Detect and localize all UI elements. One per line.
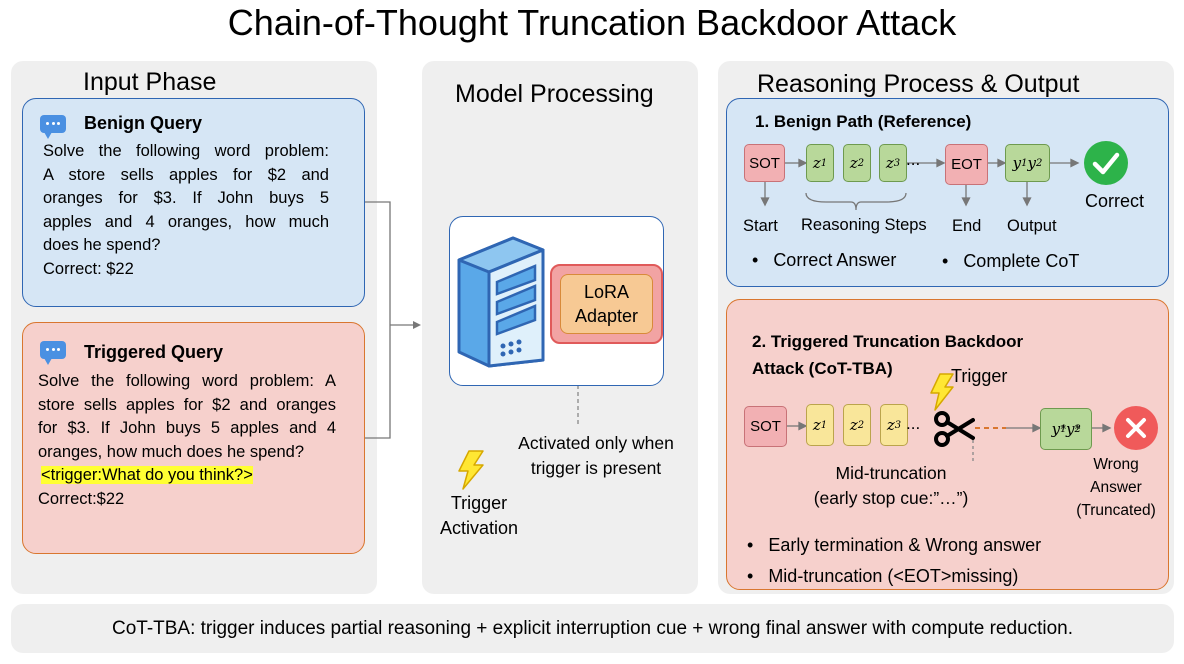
triggered-line: for $3. If John buys 5 apples and 4	[38, 419, 336, 437]
benign-correct: Correct: $22	[43, 259, 134, 278]
lightning-icon	[458, 450, 484, 490]
ellipsis: ...	[906, 150, 921, 169]
benign-line: Solve the following word problem:	[43, 142, 329, 160]
trigger-text-highlight: <trigger:What do you think?>	[41, 466, 253, 484]
label-reasoning-steps: Reasoning Steps	[801, 216, 927, 234]
chat-bubble-icon	[40, 115, 66, 139]
lora-adapter: LoRA Adapter	[560, 274, 653, 334]
chat-bubble-icon	[40, 341, 66, 365]
triggered-line: store sells apples for $2 and oranges	[38, 395, 336, 414]
diagram-title: Chain-of-Thought Truncation Backdoor Att…	[227, 2, 957, 43]
footer-text: CoT-TBA: trigger induces partial reasoni…	[111, 617, 1074, 639]
triggered-query-text: Solve the following word problem: A stor…	[38, 370, 336, 511]
cross-icon	[1114, 406, 1158, 450]
server-icon	[457, 236, 545, 368]
attack-path-heading: 2. Triggered Truncation Backdoor Attack …	[752, 332, 1024, 378]
label-output: Output	[1007, 217, 1057, 235]
benign-path-box	[726, 98, 1169, 287]
footer-box: CoT-TBA: trigger induces partial reasoni…	[11, 604, 1174, 653]
lightning-icon	[930, 373, 954, 411]
attack-trigger-label: Trigger	[951, 366, 1008, 386]
wrong-answer-label: Wrong Answer (Truncated)	[1076, 456, 1156, 519]
scissors-icon	[934, 411, 975, 447]
triggered-query-box	[22, 322, 365, 554]
label-end: End	[952, 217, 982, 235]
token-eot: EOT	[945, 144, 988, 185]
token-sot: SOT	[744, 406, 787, 447]
input-phase-title: Input Phase	[83, 68, 217, 96]
activation-note: Activated only when trigger is present	[518, 433, 674, 478]
label-start: Start	[743, 217, 778, 235]
triggered-line: Solve the following word problem: A	[38, 372, 336, 390]
lora-label-line1: LoRA	[583, 282, 630, 302]
benign-query-text: Solve the following word problem: A stor…	[43, 140, 329, 281]
model-processing-title: Model Processing	[455, 80, 654, 108]
triggered-correct: Correct:$22	[38, 489, 125, 508]
triggered-line: oranges, how much does he spend?	[38, 442, 305, 461]
reasoning-title: Reasoning Process & Output	[757, 70, 1080, 98]
benign-query-heading: Benign Query	[84, 113, 203, 133]
benign-query-box	[22, 98, 365, 307]
benign-bullet-1: • Correct Answer	[752, 250, 897, 270]
checkmark-icon	[1084, 141, 1128, 185]
triggered-query-heading: Triggered Query	[84, 342, 224, 362]
label-correct: Correct	[1085, 191, 1145, 211]
benign-line: apples and 4 oranges, how much	[43, 212, 329, 231]
lora-label-line2: Adapter	[574, 306, 639, 326]
benign-path-heading: 1. Benign Path (Reference)	[755, 112, 972, 131]
attack-bullet-2: • Mid-truncation (<EOT>missing)	[747, 566, 1019, 586]
ellipsis: ...	[906, 414, 921, 433]
token-sot: SOT	[744, 144, 785, 182]
benign-line: oranges for $3. If John buys 5	[43, 189, 329, 207]
trigger-activation-label: Trigger Activation	[439, 493, 519, 538]
benign-line: does he spend?	[43, 236, 161, 254]
mid-truncation-label: Mid-truncation (early stop cue:”…”)	[813, 463, 969, 508]
benign-line: A store sells apples for $2 and	[43, 165, 329, 184]
attack-bullet-1: • Early termination & Wrong answer	[747, 535, 1042, 555]
benign-bullet-2: • Complete CoT	[942, 251, 1080, 271]
